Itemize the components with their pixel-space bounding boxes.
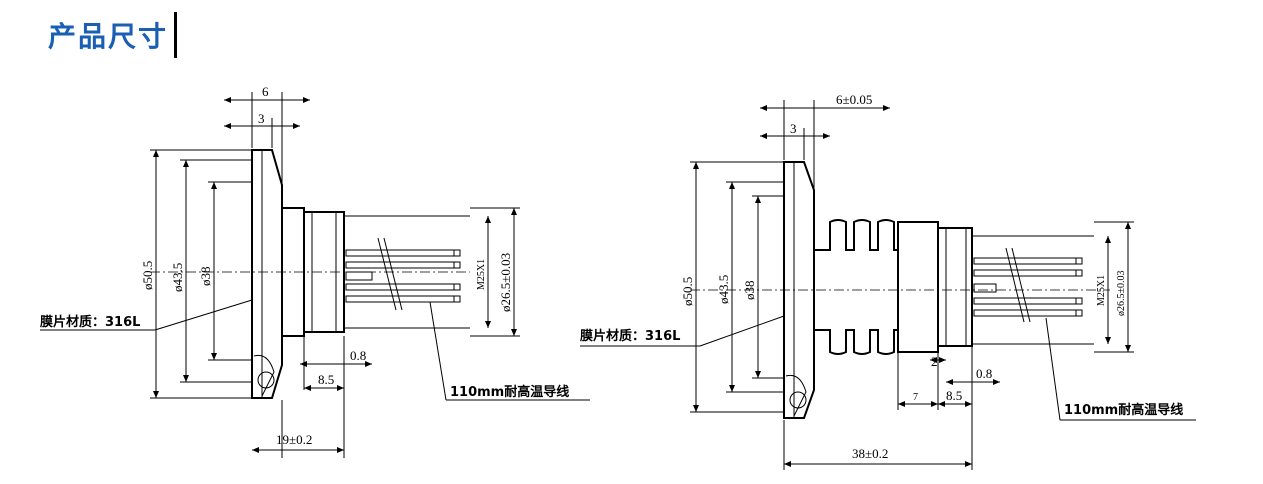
right-dia-50-5: ø50.5: [680, 277, 695, 306]
right-dim-2: 2: [931, 354, 938, 369]
left-dia-38: ø38: [198, 267, 213, 287]
page-title: 产品尺寸: [48, 20, 169, 53]
right-drawing: 6±0.05 3 ø50.5 ø43.5 ø38 ø26.5±0.03 M25X…: [580, 92, 1196, 470]
right-dim-3: 3: [790, 121, 797, 136]
right-thread: M25X1: [1096, 275, 1107, 306]
right-dia-26-5: ø26.5±0.03: [1116, 271, 1127, 317]
right-dia-38: ø38: [742, 281, 757, 301]
left-dim-8-5: 8.5: [318, 372, 334, 387]
right-seal-ring: [789, 391, 807, 409]
right-flange: [783, 161, 815, 419]
left-dim-total: 19±0.2: [276, 432, 312, 447]
left-thread: M25X1: [476, 259, 487, 290]
left-housing: [303, 211, 345, 333]
right-dim-7: 7: [913, 392, 918, 403]
right-wire-label: 110mm耐高温导线: [1064, 402, 1183, 418]
left-dim-3: 3: [258, 111, 265, 126]
left-dia-43-5: ø43.5: [170, 263, 185, 292]
right-membrane-label: 膜片材质：316L: [580, 328, 680, 344]
right-dim-6: 6±0.05: [836, 92, 872, 107]
right-heat-sink: [813, 219, 898, 355]
right-body: [897, 221, 939, 353]
right-dim-total: 38±0.2: [852, 446, 888, 461]
left-drawing: 6 3 ø50.5 ø43.5 ø38 ø26.5±0.03 M25X1 膜片材…: [40, 84, 590, 458]
page-title-wrap: 产品尺寸: [48, 12, 178, 58]
left-dia-50-5: ø50.5: [140, 261, 155, 290]
right-wires: [973, 247, 1083, 323]
left-membrane-label: 膜片材质：316L: [40, 314, 140, 330]
right-dim-8-5: 8.5: [946, 388, 962, 403]
left-dim-0-8: 0.8: [350, 348, 366, 363]
right-dim-0-8: 0.8: [976, 366, 992, 381]
left-seal-ring: [257, 371, 275, 389]
left-dim-6: 6: [262, 84, 269, 99]
left-dia-26-5: ø26.5±0.03: [498, 253, 513, 312]
title-cursor-bar: [174, 12, 178, 58]
right-housing: [937, 227, 973, 347]
right-dia-43-5: ø43.5: [716, 275, 731, 304]
left-wire-label: 110mm耐高温导线: [450, 384, 569, 400]
left-flange: [251, 149, 283, 399]
left-wires: [345, 237, 461, 311]
